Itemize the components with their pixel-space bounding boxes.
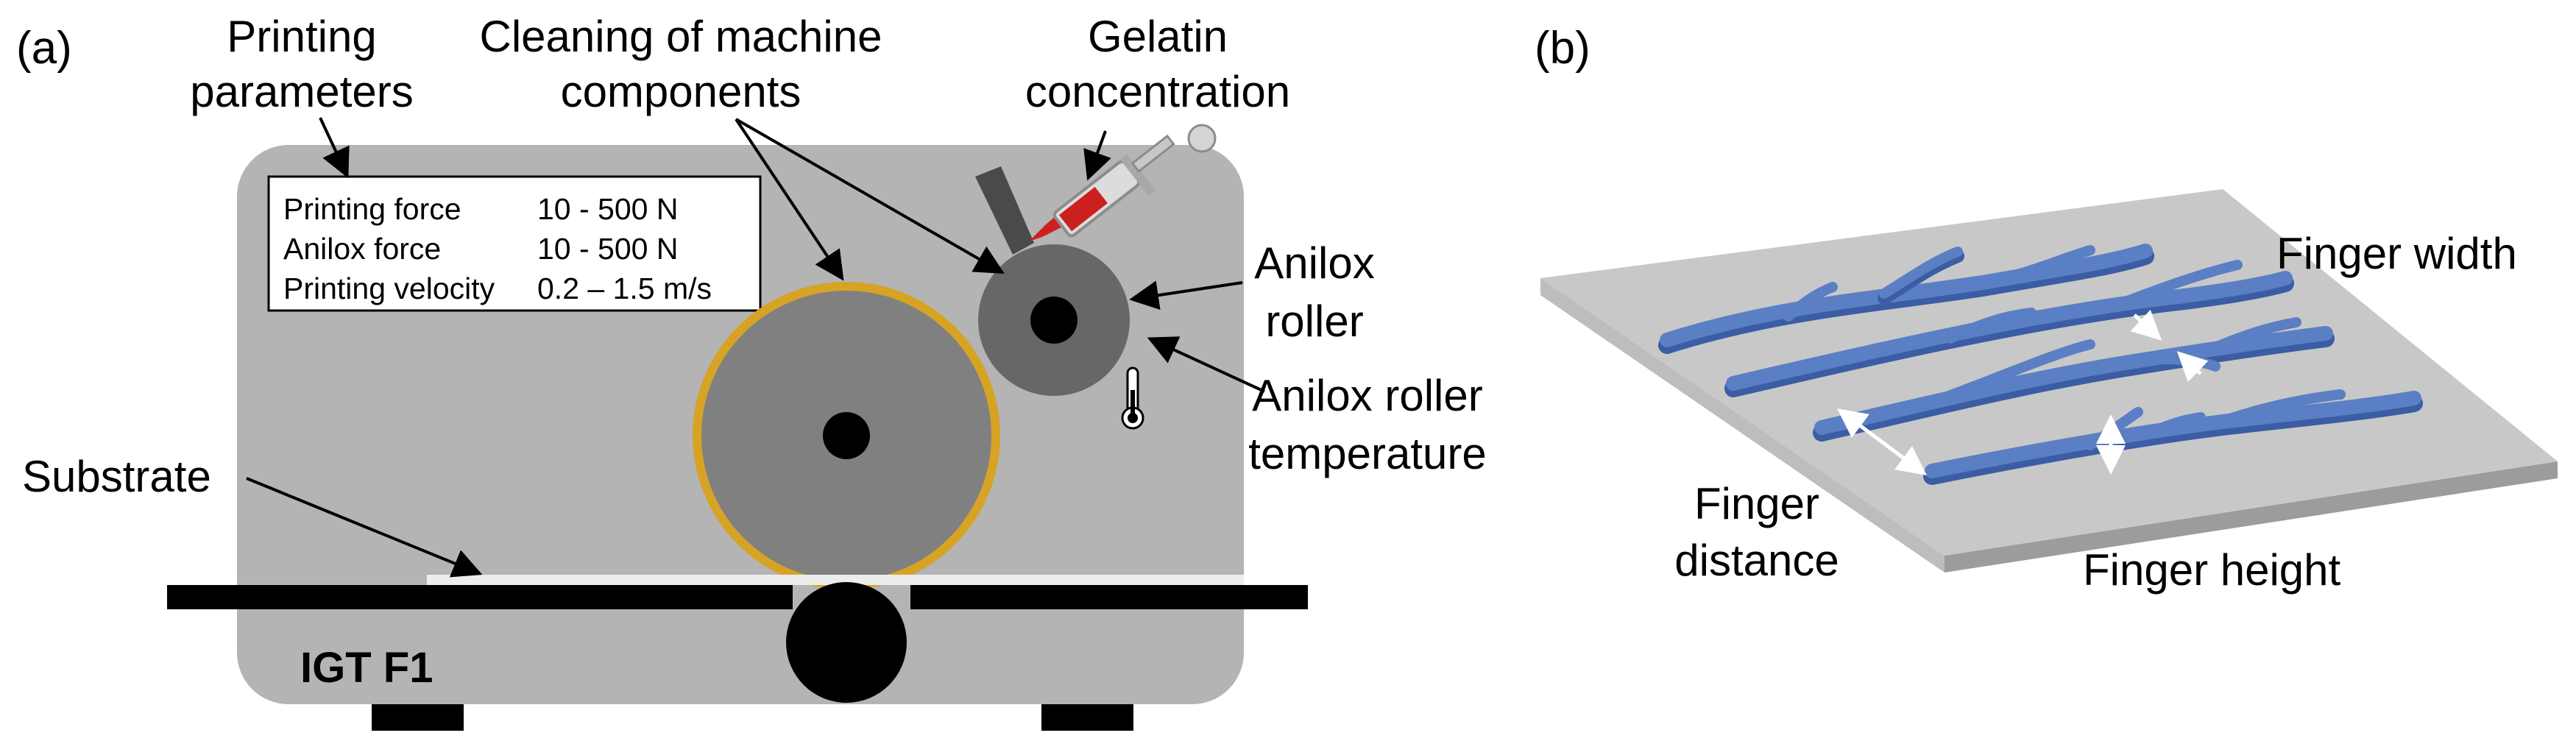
base-bar-right [910, 585, 1308, 609]
label-temperature: temperature [1248, 429, 1487, 478]
param-value-printing-velocity: 0.2 – 1.5 m/s [537, 272, 712, 305]
annotation-arrows [246, 117, 1265, 578]
label-substrate: Substrate [22, 452, 211, 501]
label-anilox-roller: Anilox roller [1252, 371, 1482, 420]
impression-cylinder [786, 582, 907, 703]
arrow-printing-parameters [319, 117, 350, 179]
arrow-anilox-roller [1129, 280, 1243, 311]
substrate-plate-edge [1945, 461, 2558, 573]
machine-name: IGT F1 [300, 644, 433, 692]
panel-a-label: (a) [16, 23, 72, 74]
arrow-gelatin [1083, 130, 1111, 181]
dimension-arrows [1836, 309, 2209, 475]
label-cleaning: Cleaning of machine [479, 12, 882, 61]
panel-b-label: (b) [1535, 23, 1590, 74]
machine-foot-right [1041, 704, 1133, 731]
param-value-printing-force: 10 - 500 N [537, 192, 678, 226]
arrow-anilox-temperature [1147, 336, 1265, 393]
syringe-icon [1029, 124, 1217, 241]
panel-a: (a) Printing force 10 - 500 N Anilox for… [16, 12, 1487, 731]
arrow-cleaning-blade [735, 118, 1005, 274]
finger-strand-2 [1724, 260, 2294, 397]
base-bar-left [167, 585, 793, 609]
param-name-printing-velocity: Printing velocity [283, 272, 495, 305]
arrow-substrate [246, 477, 483, 578]
label-gelatin: Gelatin [1088, 12, 1228, 61]
label-concentration: concentration [1025, 67, 1290, 116]
finger-strand-4 [1923, 389, 2423, 485]
label-parameters: parameters [190, 67, 413, 116]
finger-strand-1 [1658, 244, 2154, 354]
substrate-sheet [427, 575, 1244, 585]
printing-roller-axle [823, 412, 870, 459]
label-finger: Finger [1694, 479, 1819, 528]
label-roller: roller [1265, 297, 1363, 346]
thermometer-icon [1121, 366, 1144, 430]
label-anilox: Anilox [1254, 238, 1374, 288]
label-finger-width: Finger width [2276, 229, 2517, 278]
parameters-table: Printing force 10 - 500 N Anilox force 1… [267, 175, 762, 312]
label-printing: Printing [227, 12, 376, 61]
arrow-finger-width-b [2176, 351, 2209, 383]
arrow-finger-width-a [2130, 309, 2162, 341]
machine-foot-left [372, 704, 464, 731]
param-value-anilox-force: 10 - 500 N [537, 232, 678, 266]
substrate-plate-edge-left [1540, 278, 1945, 573]
label-finger-height: Finger height [2083, 545, 2341, 595]
finger-structures [1658, 244, 2423, 485]
arrow-finger-distance [1836, 408, 1928, 475]
arrow-cleaning-roller [735, 118, 844, 281]
param-name-printing-force: Printing force [283, 192, 461, 226]
panel-b: (b) [1535, 23, 2558, 595]
param-name-anilox-force: Anilox force [283, 232, 441, 266]
label-distance: distance [1674, 536, 1839, 585]
label-components: components [561, 67, 802, 116]
anilox-roller-axle [1030, 297, 1078, 344]
doctor-blade [975, 166, 1034, 255]
